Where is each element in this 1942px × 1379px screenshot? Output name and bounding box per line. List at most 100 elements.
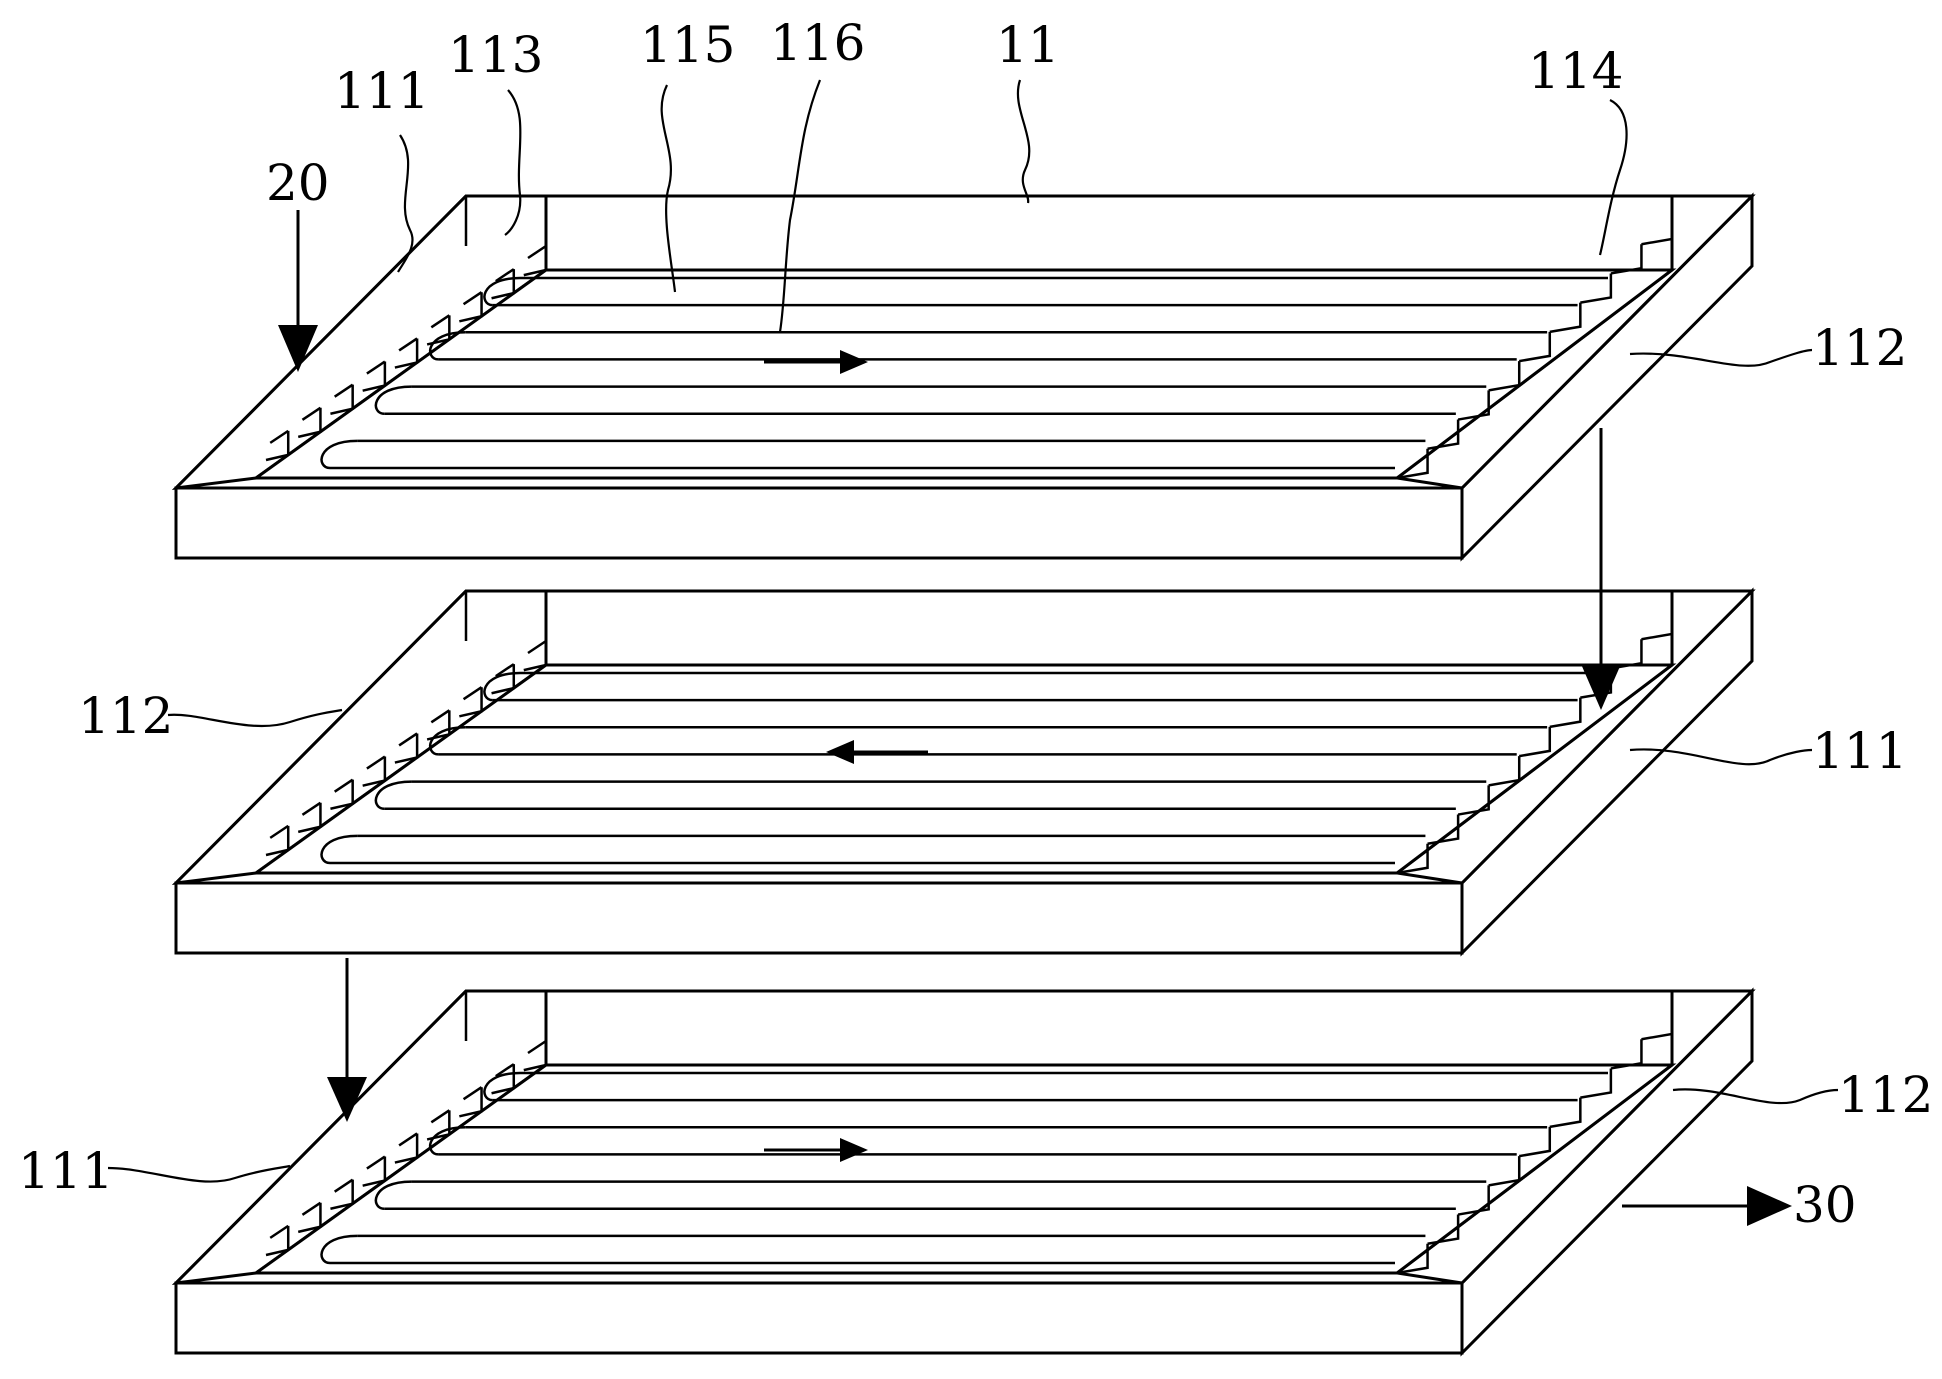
tray-2 (171, 587, 1756, 957)
leader-114 (1598, 99, 1628, 256)
baffle-left (297, 802, 322, 834)
leader-112-bottom (1672, 1088, 1839, 1105)
tray-front-wall (174, 1281, 1464, 1355)
serpentine-bend (428, 331, 466, 361)
baffle-left (362, 1156, 387, 1187)
baffle-left (362, 361, 387, 392)
baffle-left-edge (462, 291, 483, 306)
baffle-left (459, 1087, 483, 1118)
serpentine-bend (483, 1071, 521, 1102)
baffle-right (1457, 1185, 1490, 1216)
baffle-left (297, 407, 322, 439)
baffle-right (1488, 756, 1521, 787)
baffle-right (1549, 1097, 1582, 1129)
baffle-left-edge (398, 732, 418, 747)
serpentine-bend (320, 1234, 358, 1265)
tray-front-wall (174, 881, 1464, 955)
baffle-right (1641, 1010, 1674, 1041)
baffle-left-edge (333, 778, 354, 793)
tray-front-wall (174, 486, 1464, 560)
transfer-arrowhead-top-to-middle (1581, 664, 1621, 710)
baffle-left (459, 292, 483, 323)
serpentine-bend (483, 276, 521, 307)
baffle-left-edge (333, 383, 354, 398)
flow-arrowhead-right (840, 1138, 868, 1162)
baffle-left-edge (269, 1224, 289, 1239)
leader-115 (660, 84, 677, 293)
baffle-left-edge (527, 244, 547, 260)
baffle-left (523, 1041, 548, 1072)
baffle-left (265, 430, 290, 462)
reference-labels: 20 111 113 115 116 11 114 112 112 111 11… (18, 14, 1933, 1234)
tray-3 (171, 987, 1756, 1357)
baffle-right (1580, 1068, 1613, 1099)
outlet-arrowhead-30 (1747, 1186, 1792, 1226)
baffle-left-edge (527, 639, 547, 655)
baffle-right (1427, 419, 1460, 451)
transfer-arrowhead-middle-to-bottom (327, 1077, 367, 1122)
baffle-left (297, 1202, 322, 1234)
baffle-right (1457, 785, 1490, 816)
serpentine-bend (374, 780, 412, 810)
leader-111-bottom (107, 1164, 291, 1183)
baffle-right (1580, 273, 1613, 304)
baffle-left-edge (462, 1086, 483, 1101)
baffle-left (394, 338, 419, 369)
baffle-left-edge (301, 406, 322, 421)
label-112-mid: 112 (78, 687, 173, 745)
leader-113 (504, 89, 522, 236)
baffle-right (1610, 244, 1643, 275)
serpentine-bend (374, 385, 412, 415)
label-112-bottom: 112 (1838, 1066, 1933, 1124)
label-115: 115 (640, 16, 735, 74)
leader-112-mid (167, 708, 343, 728)
baffle-right (1519, 726, 1552, 758)
tray-1 (171, 192, 1756, 562)
baffle-left-edge (430, 709, 451, 724)
baffle-left (330, 384, 354, 415)
label-20: 20 (266, 154, 330, 212)
baffle-right (1488, 361, 1521, 392)
label-111-mid: 111 (1812, 722, 1907, 780)
baffle-left-edge (269, 429, 289, 444)
baffle-right (1549, 697, 1582, 729)
baffle-right (1427, 814, 1460, 846)
label-111-bottom: 111 (18, 1142, 113, 1200)
baffle-left-edge (301, 801, 322, 816)
leader-11 (1016, 79, 1031, 204)
trays-group (171, 192, 1756, 1357)
flow-arrows (278, 210, 1792, 1226)
baffle-right (1519, 1126, 1552, 1158)
serpentine-bend (428, 1126, 466, 1156)
serpentine-bend (320, 834, 358, 865)
baffle-left-edge (462, 686, 483, 701)
baffle-left (523, 246, 548, 277)
baffle-right (1396, 1243, 1429, 1275)
baffle-right (1519, 331, 1552, 363)
baffle-left (523, 641, 548, 672)
baffle-right (1641, 215, 1674, 246)
label-11: 11 (996, 16, 1060, 74)
baffle-right (1610, 639, 1643, 670)
label-113: 113 (448, 26, 543, 84)
baffle-left (459, 687, 483, 718)
baffle-left-edge (430, 1109, 451, 1124)
baffle-left-edge (398, 337, 418, 352)
baffle-left-edge (398, 1132, 418, 1147)
serpentine-bend (320, 439, 358, 470)
leader-116 (778, 79, 822, 333)
baffle-right (1457, 390, 1490, 421)
serpentine-bend (483, 671, 521, 702)
baffle-right (1488, 1156, 1521, 1187)
baffle-left-edge (366, 755, 386, 770)
flow-arrowhead-right (840, 350, 868, 374)
baffle-left (330, 779, 354, 810)
serpentine-bend (374, 1180, 412, 1210)
label-111-top: 111 (334, 62, 429, 120)
inlet-arrowhead-20 (278, 325, 318, 372)
baffle-left-edge (366, 1155, 386, 1170)
baffle-left-edge (495, 1063, 515, 1078)
baffle-right (1396, 448, 1429, 480)
baffle-left (330, 1179, 354, 1210)
